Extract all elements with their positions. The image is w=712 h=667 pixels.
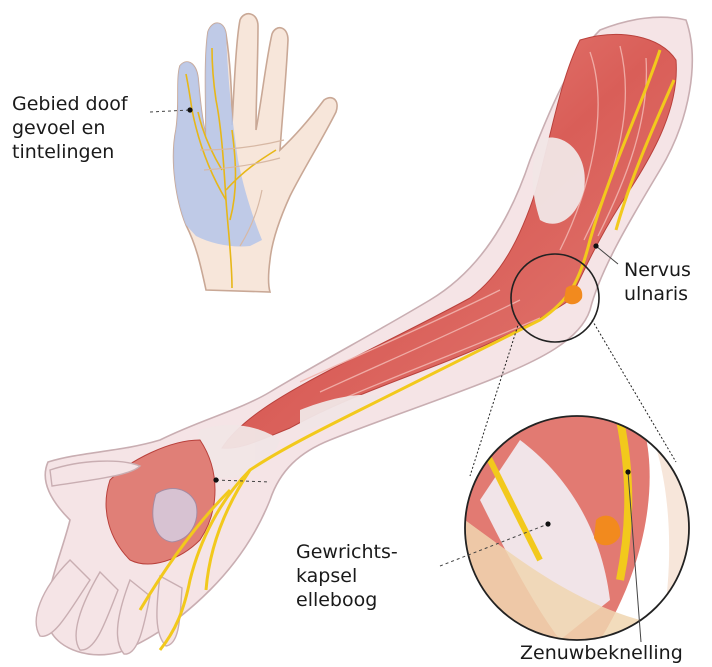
label-joint-capsule-line-1: Gewrichts- — [296, 540, 398, 564]
label-joint-capsule-line-3: elleboog — [296, 588, 398, 612]
label-numb-area-line-2: gevoel en — [12, 116, 128, 140]
hand-illustration — [174, 14, 337, 292]
label-nerve-entrapment-line-1: Zenuwbeknelling — [520, 641, 683, 665]
label-numb-area-line-1: Gebied doof — [12, 92, 128, 116]
label-numb-area: Gebied doof gevoel en tintelingen — [12, 92, 128, 164]
label-ulnar-nerve-line-1: Nervus — [624, 258, 691, 282]
zoom-detail — [465, 416, 689, 640]
label-joint-capsule: Gewrichts- kapsel elleboog — [296, 540, 398, 612]
label-ulnar-nerve-line-2: ulnaris — [624, 282, 691, 306]
label-numb-area-line-3: tintelingen — [12, 140, 128, 164]
label-ulnar-nerve: Nervus ulnaris — [624, 258, 691, 306]
label-joint-capsule-line-2: kapsel — [296, 564, 398, 588]
label-nerve-entrapment: Zenuwbeknelling — [520, 641, 683, 665]
